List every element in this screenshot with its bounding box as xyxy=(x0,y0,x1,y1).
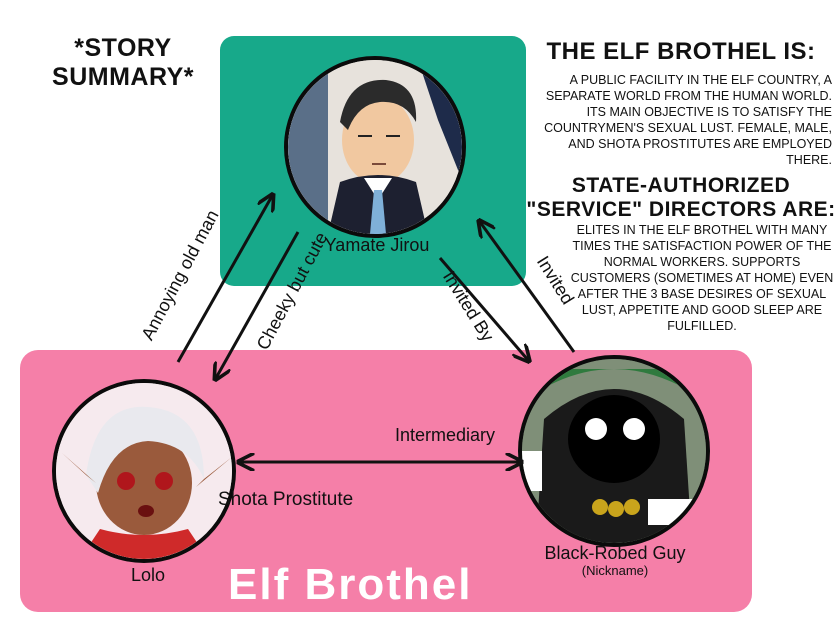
directors-heading: STATE-AUTHORIZED "SERVICE" DIRECTORS ARE… xyxy=(526,174,836,221)
arrow-black-to-yamate xyxy=(480,222,576,353)
black-robed-name-label: Black-Robed Guy xyxy=(544,543,686,563)
arrow-lolo-to-yamate xyxy=(176,196,272,363)
directors-description: Elites in the elf brothel with many time… xyxy=(570,223,834,333)
edge-label-intermediary: Intermediary xyxy=(394,425,496,445)
brothel-heading: THE ELF BROTHEL IS: xyxy=(546,38,816,65)
black-robed-nickname-label: (Nickname) xyxy=(581,563,649,578)
arrow-yamate-to-black xyxy=(438,257,528,360)
yamate-portrait xyxy=(284,56,466,238)
arrow-yamate-to-lolo xyxy=(216,231,300,378)
lolo-illustration xyxy=(56,383,232,559)
black-robed-portrait xyxy=(518,355,710,547)
story-summary-title: *STORY SUMMARY* xyxy=(52,34,194,91)
elf-brothel-label: Elf Brothel xyxy=(228,560,473,609)
lolo-name-label: Lolo xyxy=(130,565,166,585)
lolo-portrait xyxy=(52,379,236,563)
yamate-name-label: Yamate Jirou xyxy=(324,235,430,255)
brothel-description: A public facility in the elf country, a … xyxy=(544,73,832,167)
black-robed-illustration xyxy=(522,359,706,543)
edge-label-shota-prostitute: Shota Prostitute xyxy=(218,489,354,510)
